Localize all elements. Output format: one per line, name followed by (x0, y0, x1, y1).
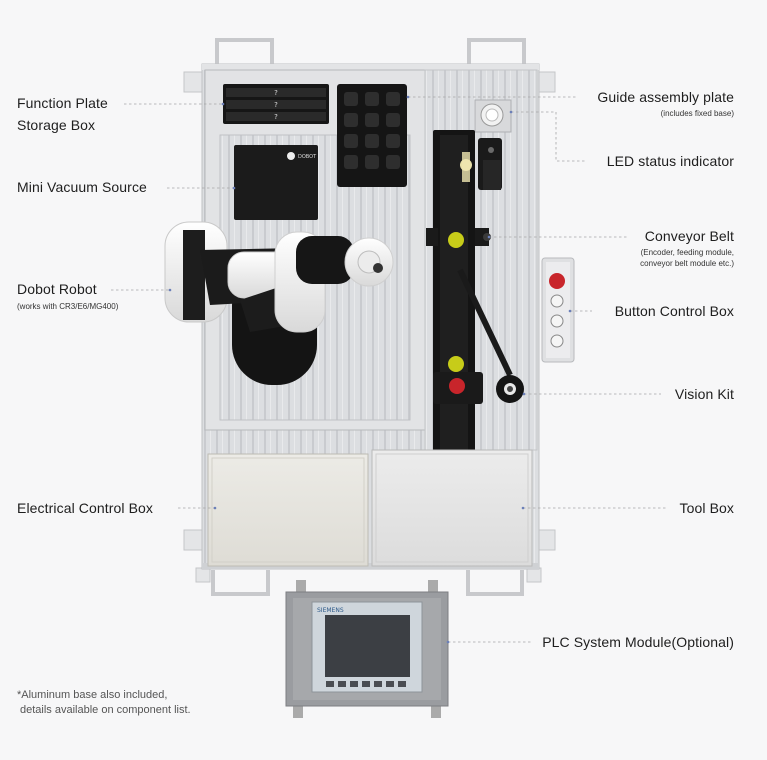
function-plate-tray (337, 84, 407, 187)
electrical-control-box (207, 453, 369, 567)
label-guide-assembly-note: (includes fixed base) (660, 109, 734, 118)
label-mini-vacuum: Mini Vacuum Source (17, 179, 147, 195)
label-guide-assembly-plate: Guide assembly plate (597, 89, 734, 105)
footnote-line2: details available on component list. (20, 704, 191, 716)
label-led-status-indicator: LED status indicator (606, 153, 734, 169)
dobot-robot (164, 221, 394, 333)
function-plate-storage-box: ? ? ? (223, 84, 329, 124)
plc-system-module: SIEMENS (285, 580, 449, 718)
slot-mark-a: ? (274, 89, 278, 97)
label-function-plate-line1: Function Plate (17, 95, 108, 111)
vacuum-brand-text: DOBOT (298, 154, 317, 160)
top-handles (215, 38, 526, 66)
mini-vacuum-source: DOBOT (234, 145, 318, 220)
label-conveyor-note-2: conveyor belt module etc.) (640, 259, 734, 268)
label-vision-kit: Vision Kit (674, 386, 734, 402)
guide-assembly-plate (474, 99, 512, 133)
label-button-control-box: Button Control Box (614, 303, 734, 319)
label-electrical-control-box: Electrical Control Box (17, 500, 154, 516)
leader-lines (111, 96, 668, 643)
label-dobot-robot: Dobot Robot (17, 281, 97, 297)
hmi-brand-text: SIEMENS (317, 607, 344, 614)
tool-box (371, 449, 533, 567)
slot-mark-b: ? (274, 101, 278, 109)
label-conveyor-note-1: (Encoder, feeding module, (640, 248, 734, 257)
leader-dots (168, 95, 572, 644)
mounting-tabs (183, 71, 556, 583)
label-tool-box: Tool Box (679, 500, 734, 516)
slot-mark-c: ? (274, 113, 278, 121)
footnote-line1: *Aluminum base also included, (17, 689, 168, 701)
bottom-handles (211, 570, 524, 596)
button-control-box (541, 257, 575, 363)
vision-kit (433, 372, 524, 404)
label-conveyor-belt: Conveyor Belt (644, 228, 734, 244)
label-plc-system-module: PLC System Module(Optional) (542, 634, 734, 650)
label-function-plate-line2: Storage Box (17, 117, 96, 133)
led-status-indicator (478, 138, 502, 190)
label-dobot-robot-note: (works with CR3/E6/MG400) (17, 302, 119, 311)
